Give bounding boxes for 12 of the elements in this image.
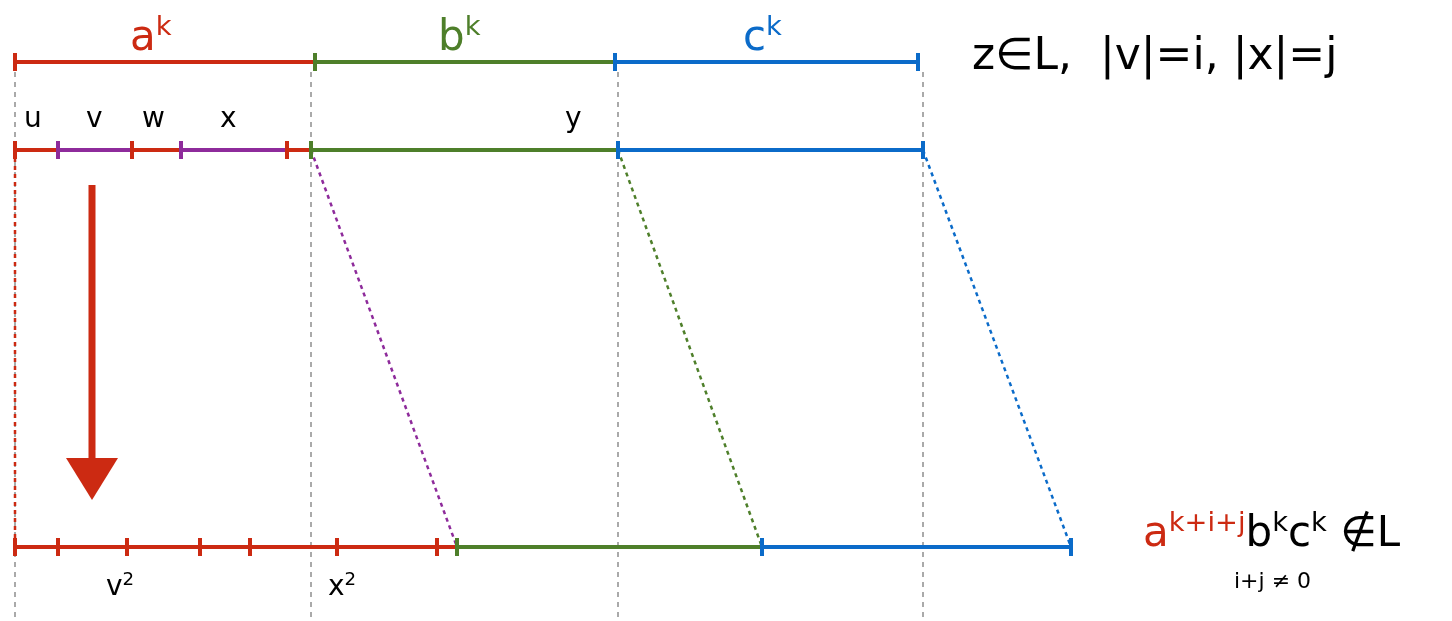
substring-label: u <box>24 104 42 132</box>
substring-label: w <box>142 104 165 132</box>
substring-label: v$^{2}$ <box>106 570 135 600</box>
string-part-label: c$^{k}$ <box>743 12 782 57</box>
result-formula: a$^{k+i+j}$b$^{k}$c$^{k}$ ∉L <box>1143 508 1401 553</box>
substring-label: x <box>220 104 237 132</box>
string-part-label: a$^{k}$ <box>130 12 172 57</box>
condition-text: i+j ≠ 0 <box>1234 570 1312 592</box>
substring-label: y <box>565 104 582 132</box>
substring-label: x$^{2}$ <box>328 570 357 600</box>
string-part-label: b$^{k}$ <box>438 12 481 57</box>
substring-label: v <box>86 104 103 132</box>
